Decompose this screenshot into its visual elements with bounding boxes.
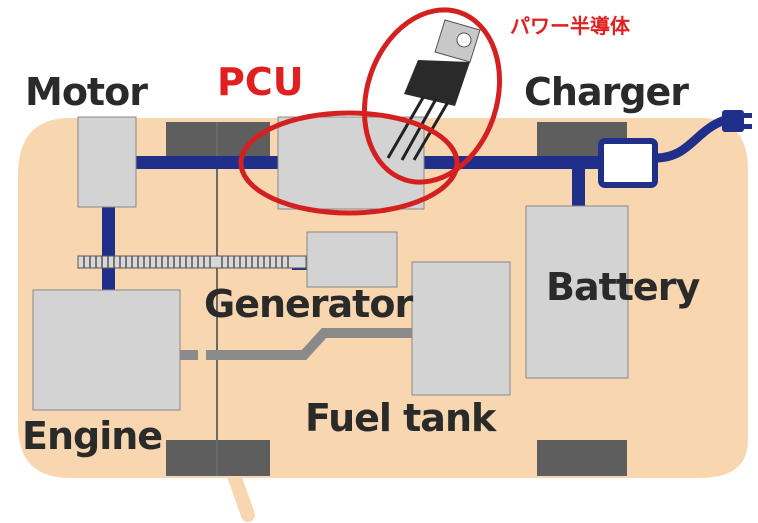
charger-label: Charger (524, 70, 689, 114)
generator-box (306, 231, 398, 288)
fuel-tank-label: Fuel tank (305, 396, 496, 440)
fuel-tank-box (411, 261, 511, 396)
power-semiconductor-label: パワー半導体 (510, 14, 630, 38)
plug-cable (654, 115, 727, 163)
pcu-highlight-ring (238, 110, 460, 216)
gear-teeth (83, 256, 289, 268)
motor-box (77, 116, 137, 208)
charger-box (598, 138, 658, 188)
pcu-label: PCU (217, 60, 304, 104)
pcu-box (277, 116, 425, 210)
plug-head (722, 110, 744, 132)
generator-label: Generator (204, 282, 413, 326)
power-semiconductor-icon (386, 19, 481, 161)
motor-label: Motor (25, 70, 148, 114)
semiconductor-highlight-ring (361, 7, 503, 185)
fuel-pipe (180, 328, 412, 360)
battery-label: Battery (546, 265, 700, 309)
exhaust-stroke (225, 463, 255, 522)
wheel-rear-right (537, 440, 627, 476)
battery-box (525, 205, 629, 379)
engine-label: Engine (22, 414, 163, 458)
engine-box (32, 289, 181, 411)
